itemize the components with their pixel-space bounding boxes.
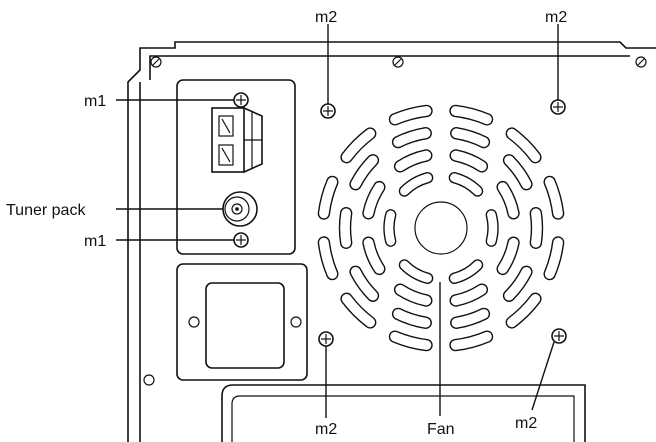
panel-screw-right bbox=[635, 56, 647, 68]
fan-slot bbox=[543, 236, 565, 281]
fan-slot bbox=[449, 149, 489, 173]
fan-slot bbox=[496, 236, 520, 276]
fan-slot bbox=[317, 236, 339, 281]
fan-slot bbox=[340, 127, 377, 164]
fan-slot bbox=[505, 292, 542, 329]
m2-screw-top-right bbox=[550, 99, 566, 115]
fan-slot bbox=[450, 127, 491, 149]
fan-slot bbox=[398, 172, 434, 197]
coax-connector bbox=[222, 191, 258, 227]
fan-slot bbox=[349, 265, 380, 302]
fan-slot bbox=[362, 180, 386, 220]
m1-screw-top bbox=[233, 92, 249, 108]
fan-slot bbox=[388, 330, 433, 352]
chassis-outline bbox=[127, 41, 656, 442]
m1-screw-bottom bbox=[233, 232, 249, 248]
fan-slot bbox=[317, 175, 339, 220]
fan-slot bbox=[391, 127, 432, 149]
m2-screw-bottom-right bbox=[551, 328, 567, 344]
panel-screw-middle bbox=[392, 56, 404, 68]
fan-slot bbox=[502, 154, 533, 191]
label-m2-bottom-left: m2 bbox=[315, 421, 337, 438]
power-inlet-plate bbox=[176, 263, 308, 381]
label-m1-top: m1 bbox=[84, 93, 106, 110]
fan-slot bbox=[485, 209, 499, 247]
tuner-pack-plate bbox=[176, 79, 296, 255]
label-fan: Fan bbox=[427, 421, 455, 438]
fan-grille bbox=[317, 104, 565, 352]
chassis-hole bbox=[143, 374, 155, 386]
label-tuner-pack: Tuner pack bbox=[6, 202, 86, 219]
label-m2-top-right: m2 bbox=[545, 9, 567, 26]
fan-slot bbox=[502, 265, 533, 302]
fan-slot bbox=[449, 283, 489, 307]
label-m1-bottom: m1 bbox=[84, 233, 106, 250]
fan-slot bbox=[449, 330, 494, 352]
fan-slot bbox=[340, 292, 377, 329]
fan-slot bbox=[393, 149, 433, 173]
fan-slot bbox=[393, 283, 433, 307]
fan-slot bbox=[398, 259, 434, 284]
fan-slot bbox=[362, 236, 386, 276]
fan-slot bbox=[496, 180, 520, 220]
label-m2-top-left: m2 bbox=[315, 9, 337, 26]
fan-hub bbox=[414, 201, 468, 255]
terminal-block bbox=[211, 107, 263, 173]
fan-slot bbox=[383, 209, 397, 247]
fan-slot bbox=[505, 127, 542, 164]
fan-slot bbox=[338, 207, 353, 249]
fan-slot bbox=[448, 172, 484, 197]
m2-screw-top-left bbox=[320, 103, 336, 119]
label-m2-bottom-right: m2 bbox=[515, 415, 537, 432]
panel-screw-left bbox=[150, 56, 162, 68]
fan-slot bbox=[543, 175, 565, 220]
bottom-panel bbox=[221, 384, 586, 442]
fan-slot bbox=[448, 259, 484, 284]
fan-slot bbox=[349, 154, 380, 191]
leader-lines bbox=[116, 24, 559, 418]
m2-screw-bottom-left bbox=[318, 331, 334, 347]
fan-slot bbox=[450, 307, 491, 329]
fan-slot bbox=[388, 104, 433, 126]
fan-slot bbox=[391, 307, 432, 329]
fan-slot bbox=[449, 104, 494, 126]
fan-slot bbox=[529, 207, 544, 249]
